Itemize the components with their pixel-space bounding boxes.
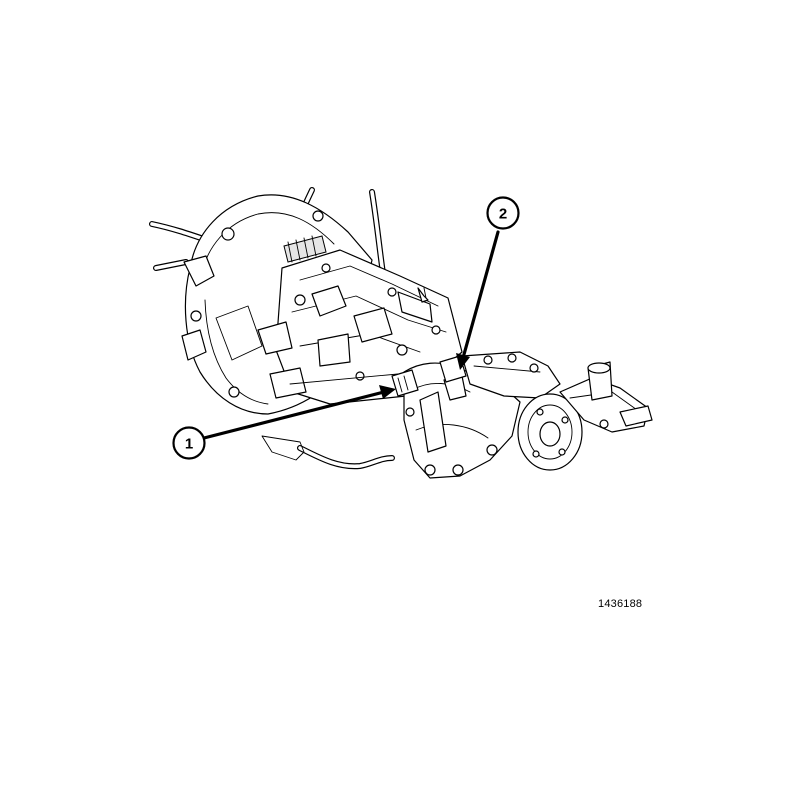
transmission-case [257,249,463,405]
rear-mount [559,361,653,433]
leader-line-1 [202,390,386,440]
leader-arrowhead-2 [456,353,470,370]
extension-housing [403,351,561,479]
leader-arrowhead-1 [379,385,396,399]
figure-id-label: 1436188 [598,598,643,610]
callout-1: 1 [172,426,206,460]
callout-circle-2 [486,196,520,230]
callout-number-2: 2 [499,206,507,223]
leader-line-2 [461,230,500,360]
callout-number-1: 1 [185,436,193,453]
sensor-connector [391,355,467,397]
callout-circle-1 [172,426,206,460]
callout-2: 2 [486,196,520,230]
callout-leaders [202,230,500,440]
output-flange [517,393,583,471]
